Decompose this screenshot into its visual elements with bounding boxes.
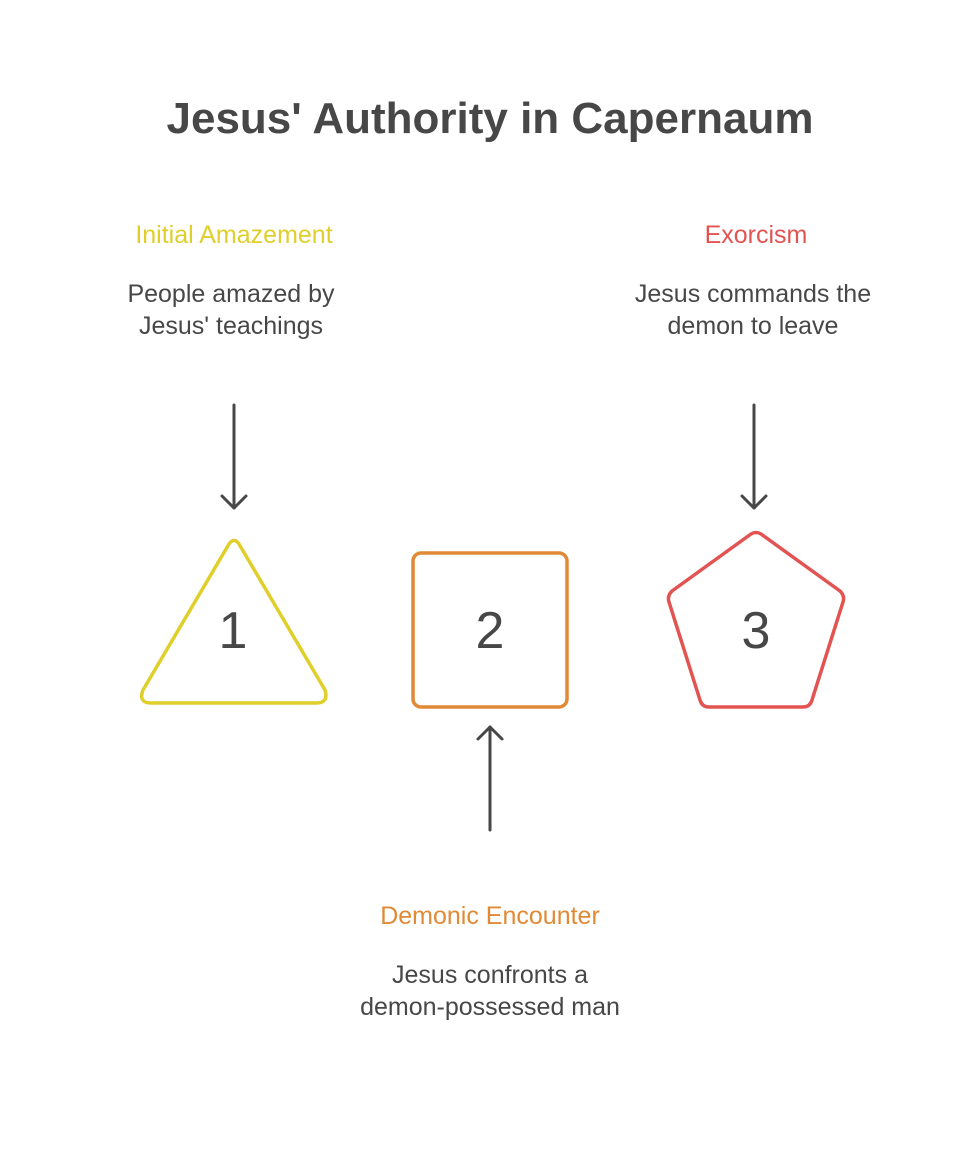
step-1-desc-line-2: Jesus' teachings	[139, 312, 323, 340]
arrow-down-step-1	[220, 403, 248, 510]
step-1-title: Initial Amazement	[135, 221, 332, 249]
step-3-number: 3	[742, 602, 771, 660]
step-1-desc-line-1: People amazed by	[127, 280, 335, 308]
arrow-up-step-2	[476, 725, 504, 832]
step-3-desc-line-1: Jesus commands the	[635, 280, 871, 308]
arrow-down-step-3	[740, 403, 768, 510]
step-2-label: Demonic Encounter Jesus confronts a demo…	[360, 902, 620, 1021]
step-1-number: 1	[219, 602, 248, 660]
diagram-title: Jesus' Authority in Capernaum	[167, 94, 814, 143]
pentagon-shape	[666, 530, 846, 709]
step-3-title: Exorcism	[705, 221, 808, 249]
triangle-shape	[139, 538, 328, 705]
step-2-title: Demonic Encounter	[380, 902, 600, 930]
step-3-desc-line-2: demon to leave	[668, 312, 839, 340]
step-2-desc-line-2: demon-possessed man	[360, 993, 620, 1021]
step-1-label: Initial Amazement People amazed by Jesus…	[127, 221, 335, 340]
square-shape	[411, 551, 569, 709]
step-3-label: Exorcism Jesus commands the demon to lea…	[635, 221, 871, 340]
step-2-number: 2	[476, 602, 505, 660]
step-2-desc-line-1: Jesus confronts a	[392, 961, 588, 989]
